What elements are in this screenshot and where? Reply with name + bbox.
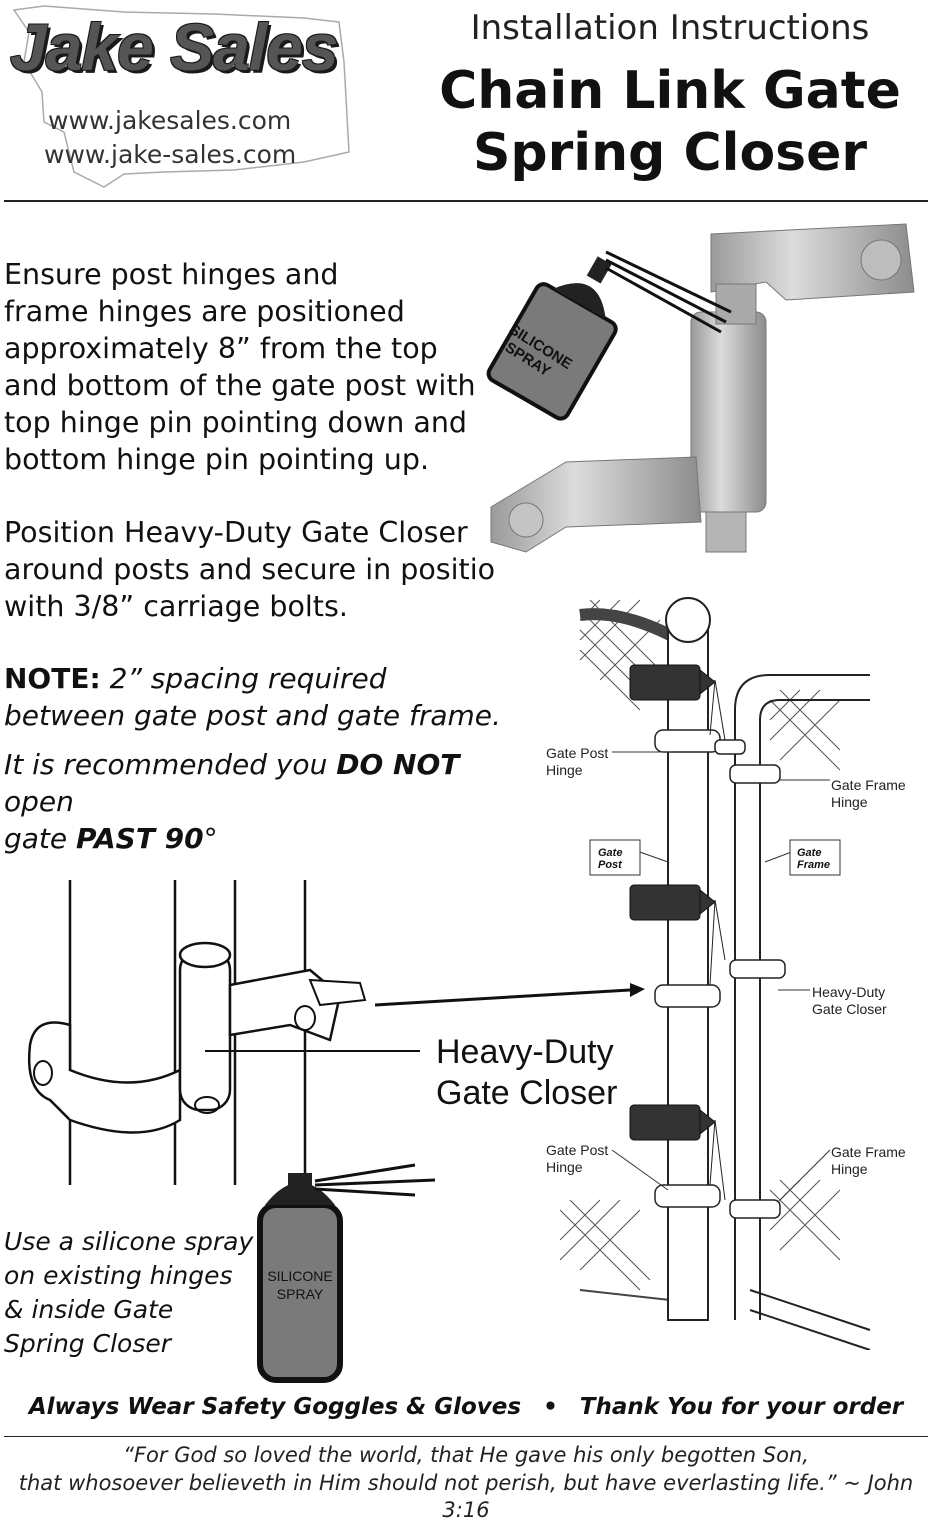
website-url-1[interactable]: www.jakesales.com — [48, 106, 292, 135]
instruction-line: and bottom of the gate post with — [4, 369, 476, 403]
callout-line: Heavy-Duty — [436, 1033, 614, 1071]
rec-text: ° — [203, 822, 218, 856]
note-line-1: 2” spacing required — [109, 662, 387, 695]
header-subtitle: Installation Instructions — [470, 8, 870, 48]
instruction-line: Ensure post hinges and — [4, 258, 339, 291]
instruction-line: around posts and secure in position — [4, 553, 494, 587]
note-line-2: between gate post and gate frame. — [4, 699, 501, 733]
can-label-line: SPRAY — [276, 1285, 324, 1302]
callout-line: Gate Closer — [436, 1074, 618, 1113]
footer-divider — [4, 1436, 928, 1437]
label-gate-post-hinge-bottom: Gate Post Hinge — [546, 1142, 609, 1175]
label-heavy-duty-gate-closer: Heavy-Duty Gate Closer — [812, 984, 887, 1017]
spacing-note: NOTE: 2” spacing required between gate p… — [4, 660, 524, 734]
note-line: Spring Closer — [4, 1329, 172, 1358]
label-gate-post: Gate Post — [598, 847, 623, 872]
rec-text: open — [4, 785, 74, 819]
note-line: Use a silicone spray — [4, 1227, 254, 1256]
label-gate-frame: Gate Frame — [797, 847, 831, 872]
silicone-spray-can — [486, 256, 618, 421]
thank-you-text: Thank You for your order — [579, 1394, 904, 1420]
rec-emphasis: PAST 90 — [76, 822, 204, 856]
title-line-2: Spring Closer — [472, 123, 868, 184]
header-divider — [4, 200, 928, 202]
instruction-line: Position Heavy-Duty Gate Closer — [4, 516, 468, 549]
label-text: Gate Frame Hinge — [831, 777, 906, 810]
logo-wordmark: Jake Sales — [10, 10, 339, 84]
rec-text: It is recommended you — [4, 748, 337, 781]
instructions-paragraph-1: Ensure post hinges and frame hinges are … — [4, 256, 494, 478]
note-label: NOTE: — [4, 662, 101, 695]
label-gate-frame-hinge-bottom: Gate Frame Hinge — [831, 1144, 906, 1177]
instruction-line: with 3/8” carriage bolts. — [4, 590, 348, 624]
page-title: Chain Link Gate Spring Closer — [430, 60, 910, 185]
instruction-line: frame hinges are positioned — [4, 295, 405, 329]
can-label-line: SILICONE — [267, 1268, 333, 1284]
hinge-photo-illustration: SILICONE SPRAY — [486, 223, 915, 553]
gate-closer-closeup-drawing — [28, 880, 645, 1383]
quote-line-1: “For God so loved the world, that He gav… — [123, 1443, 809, 1467]
rec-emphasis: DO NOT — [336, 748, 460, 781]
instruction-line: approximately 8” from the top — [4, 332, 438, 366]
montana-outline — [12, 5, 350, 188]
rec-text: gate — [4, 822, 77, 856]
opening-recommendation: It is recommended you DO NOT open gate P… — [4, 746, 524, 858]
silicone-spray-note: Use a silicone spray on existing hinges … — [4, 1225, 253, 1361]
instruction-line: top hinge pin pointing down and — [4, 406, 468, 440]
quote-line-2: that whosoever believeth in Him should n… — [18, 1470, 914, 1523]
label-gate-post-hinge-top: Gate Post Hinge — [546, 745, 608, 779]
instructions-paragraph-2: Position Heavy-Duty Gate Closer around p… — [4, 514, 494, 625]
instruction-line: bottom hinge pin pointing up. — [4, 443, 430, 477]
footer-bullet: • — [543, 1394, 558, 1420]
title-line-1: Chain Link Gate — [439, 61, 901, 121]
gate-post-diagram — [559, 597, 871, 1350]
safety-warning: Always Wear Safety Goggles & Gloves — [28, 1394, 522, 1420]
safety-footer: Always Wear Safety Goggles & Gloves • Th… — [0, 1394, 932, 1420]
note-line: & inside Gate — [4, 1295, 174, 1324]
website-url-2[interactable]: www.jake-sales.com — [44, 140, 297, 169]
label-gate-frame-hinge-top: Gate Frame Hinge — [831, 777, 906, 811]
label-text: Gate Post Hinge — [546, 745, 609, 778]
bible-quote: “For God so loved the world, that He gav… — [0, 1442, 932, 1525]
heavy-duty-closer-callout: Heavy-Duty Gate Closer — [436, 1032, 617, 1115]
note-line: on existing hinges — [4, 1261, 233, 1290]
small-spray-can-label: SILICONE SPRAY — [260, 1268, 340, 1303]
